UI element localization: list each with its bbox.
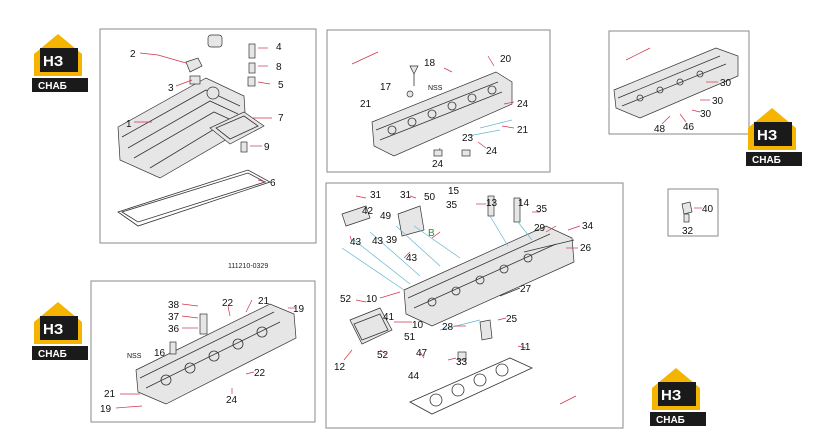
logo-mark: НЗ <box>43 321 63 338</box>
callout-16: 16 <box>154 348 166 359</box>
callout-4: 4 <box>276 42 282 53</box>
callout-22b: 22 <box>254 368 266 379</box>
logo-word: СНАБ <box>38 349 67 360</box>
callout-32: 32 <box>682 226 694 237</box>
callout-13: 13 <box>486 198 498 209</box>
logo-word: СНАБ <box>38 81 67 92</box>
callout-21: 21 <box>258 296 270 307</box>
panel-head-right <box>608 30 750 135</box>
callout-5: 5 <box>278 80 284 91</box>
callout-22: 22 <box>222 298 234 309</box>
callout-20: 20 <box>500 54 512 65</box>
callout-42: 42 <box>362 206 374 217</box>
callout-3: 3 <box>168 83 174 94</box>
callout-7: 7 <box>278 113 284 124</box>
callout-33: 33 <box>456 357 468 368</box>
brand-logo-bottom-right: НЗ СНАБ <box>650 368 706 426</box>
callout-29: 29 <box>534 223 546 234</box>
callout-21b: 21 <box>517 125 529 136</box>
panel-cylinder-head-top <box>326 29 551 173</box>
callout-30c: 30 <box>700 109 712 120</box>
callout-40: 40 <box>702 204 714 215</box>
callout-43b: 43 <box>406 253 418 264</box>
callout-24c: 24 <box>432 159 444 170</box>
panel-valve-cover <box>99 28 317 244</box>
callout-52: 52 <box>340 294 352 305</box>
panel-head-lower-left <box>90 280 316 423</box>
callout-25: 25 <box>506 314 518 325</box>
callout-24: 24 <box>517 99 529 110</box>
callout-24b: 24 <box>486 146 498 157</box>
callout-28: 28 <box>442 322 454 333</box>
callout-14: 14 <box>518 198 530 209</box>
callout-36: 36 <box>168 324 180 335</box>
logo-word: СНАБ <box>656 415 685 426</box>
callout-10b: 10 <box>412 320 424 331</box>
callout-35: 35 <box>446 200 458 211</box>
callout-50: 50 <box>424 192 436 203</box>
callout-30b: 30 <box>712 96 724 107</box>
callout-31: 31 <box>370 190 382 201</box>
callout-19: 19 <box>293 304 305 315</box>
callout-41: 41 <box>383 312 395 323</box>
callout-49: 49 <box>380 211 392 222</box>
callout-34: 34 <box>582 221 594 232</box>
panel-small-right <box>667 188 719 237</box>
callout-37: 37 <box>168 312 180 323</box>
callout-1: 1 <box>126 119 132 130</box>
logo-mark: НЗ <box>43 53 63 70</box>
callout-10: 10 <box>366 294 378 305</box>
callout-23: 23 <box>462 133 474 144</box>
callout-8: 8 <box>276 62 282 73</box>
callout-52b: 52 <box>377 350 389 361</box>
callout-21b: 21 <box>104 389 116 400</box>
brand-logo-bottom-left: НЗ СНАБ <box>32 302 88 360</box>
nss-label-top: NSS <box>428 85 443 92</box>
callout-30: 30 <box>720 78 732 89</box>
callout-43: 43 <box>350 237 362 248</box>
logo-word: СНАБ <box>752 155 781 166</box>
callout-35b: 35 <box>536 204 548 215</box>
callout-18: 18 <box>424 58 436 69</box>
nss-label-lower: NSS <box>127 353 142 360</box>
callout-11: 11 <box>520 342 531 353</box>
callout-27: 27 <box>520 284 532 295</box>
brand-logo-top-left: НЗ СНАБ <box>32 34 88 92</box>
callout-2: 2 <box>130 49 136 60</box>
callout-46: 46 <box>683 122 695 133</box>
callout-21: 21 <box>360 99 372 110</box>
callout-6: 6 <box>270 178 276 189</box>
note-letter-b: B <box>428 228 435 239</box>
callout-12: 12 <box>334 362 346 373</box>
diagram-code-label: 111210-0329 <box>228 263 268 270</box>
callout-43c: 43 <box>372 236 384 247</box>
callout-51: 51 <box>404 332 416 343</box>
callout-31b: 31 <box>400 190 412 201</box>
brand-logo-right: НЗ СНАБ <box>746 108 802 166</box>
callout-19b: 19 <box>100 404 112 415</box>
logo-mark: НЗ <box>757 127 777 144</box>
callout-24: 24 <box>226 395 238 406</box>
callout-9: 9 <box>264 142 270 153</box>
panel-head-assembly <box>325 182 624 429</box>
callout-38: 38 <box>168 300 180 311</box>
callout-15: 15 <box>448 186 460 197</box>
callout-26: 26 <box>580 243 592 254</box>
callout-48: 48 <box>654 124 666 135</box>
logo-mark: НЗ <box>661 387 681 404</box>
callout-47: 47 <box>416 348 428 359</box>
callout-17: 17 <box>380 82 392 93</box>
callout-44: 44 <box>408 371 420 382</box>
callout-39: 39 <box>386 235 398 246</box>
